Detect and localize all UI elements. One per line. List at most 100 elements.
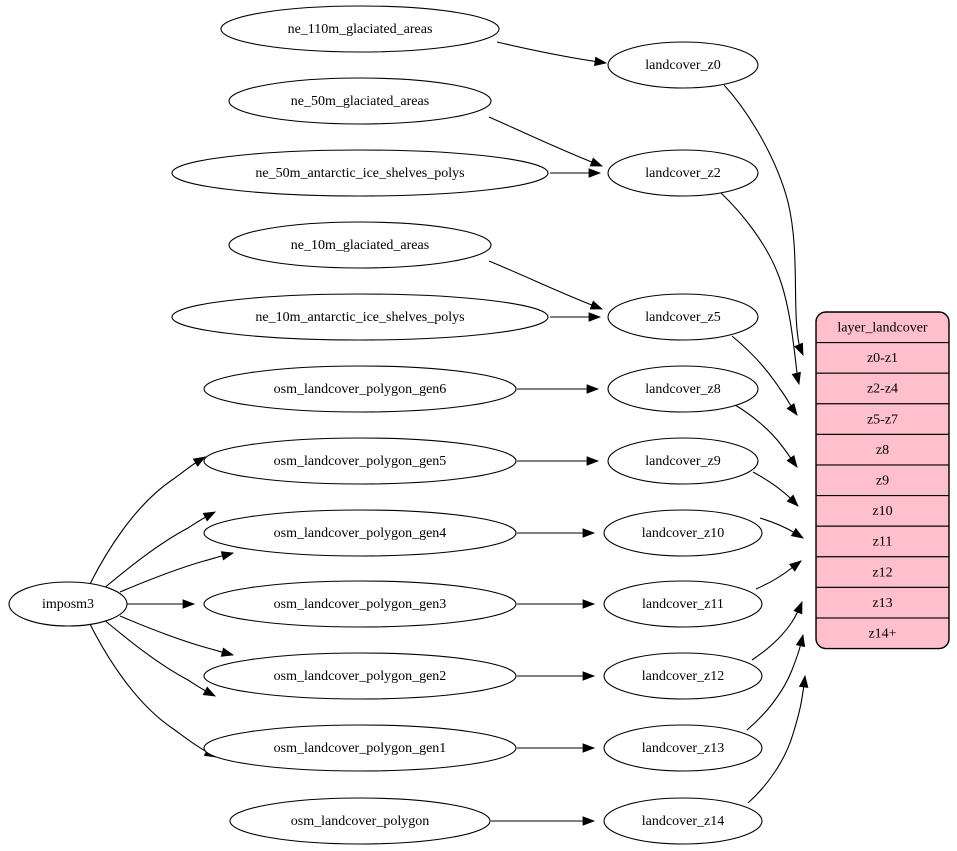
node-shape <box>203 580 517 628</box>
table-rows-container: layer_landcoverz0-z1z2-z4z5-z7z8z9z10z11… <box>816 312 949 649</box>
edges-layer <box>89 41 809 826</box>
edge-line <box>119 552 234 593</box>
arrowhead-icon <box>589 300 604 310</box>
table-row-row_z11[interactable]: z11 <box>816 525 949 558</box>
arrowhead-icon <box>582 816 596 826</box>
table-row-row_z5_z7[interactable]: z5-z7 <box>816 403 949 435</box>
edge-line <box>102 618 216 697</box>
edge-line <box>746 634 804 731</box>
arrowhead-icon <box>202 686 216 697</box>
node-landcover_z5[interactable]: landcover_z5 <box>607 293 759 341</box>
node-osm_landcover_polygon_gen2[interactable]: osm_landcover_polygon_gen2 <box>203 652 517 700</box>
arrowhead-icon <box>220 551 235 561</box>
node-landcover_z14[interactable]: landcover_z14 <box>603 797 763 845</box>
arrowhead-icon <box>182 599 196 609</box>
edge-line <box>488 260 603 310</box>
node-shape <box>203 437 517 485</box>
node-osm_landcover_polygon_gen5[interactable]: osm_landcover_polygon_gen5 <box>203 437 517 485</box>
node-osm_landcover_polygon[interactable]: osm_landcover_polygon <box>229 797 491 845</box>
arrowhead-icon <box>790 527 804 539</box>
table-row-row_z8[interactable]: z8 <box>816 433 949 466</box>
node-osm_landcover_polygon_gen6[interactable]: osm_landcover_polygon_gen6 <box>203 365 517 413</box>
table-row-cell <box>816 433 949 466</box>
arrowhead-icon <box>582 671 596 681</box>
edge-line <box>496 41 607 64</box>
arrowhead-icon <box>794 342 804 357</box>
node-osm_landcover_polygon_gen1[interactable]: osm_landcover_polygon_gen1 <box>203 724 517 772</box>
node-ne_10m_glaciated_areas[interactable]: ne_10m_glaciated_areas <box>228 221 492 269</box>
node-imposm3[interactable]: imposm3 <box>8 581 128 627</box>
arrowhead-icon <box>588 312 602 322</box>
node-ne_10m_antarctic_ice_shelves_polys[interactable]: ne_10m_antarctic_ice_shelves_polys <box>171 293 549 341</box>
node-shape <box>603 509 763 557</box>
edge-imposm3-to-osm_landcover_polygon_gen2 <box>119 615 234 656</box>
edge-landcover_z14-to-row_z14p <box>747 675 806 804</box>
node-osm_landcover_polygon_gen4[interactable]: osm_landcover_polygon_gen4 <box>203 509 517 557</box>
arrowhead-icon <box>798 674 809 688</box>
edge-imposm3-to-osm_landcover_polygon <box>89 623 217 758</box>
table-row-row_z2_z4[interactable]: z2-z4 <box>816 372 949 405</box>
node-shape <box>220 5 500 53</box>
table-row-cell <box>816 586 949 619</box>
arrowhead-icon <box>202 511 216 522</box>
node-landcover_z9[interactable]: landcover_z9 <box>607 437 759 485</box>
edge-imposm3-to-osm_landcover_polygon_gen5 <box>102 511 216 590</box>
table-row-row_z13[interactable]: z13 <box>816 586 949 619</box>
node-ne_50m_antarctic_ice_shelves_polys[interactable]: ne_50m_antarctic_ice_shelves_polys <box>171 149 549 197</box>
arrowhead-icon <box>582 599 596 609</box>
node-landcover_z11[interactable]: landcover_z11 <box>603 580 763 628</box>
node-osm_landcover_polygon_gen3[interactable]: osm_landcover_polygon_gen3 <box>203 580 517 628</box>
node-shape <box>603 652 763 700</box>
table-row-row_z12[interactable]: z12 <box>816 556 949 588</box>
node-landcover_z8[interactable]: landcover_z8 <box>607 365 759 413</box>
arrowhead-icon <box>586 456 600 466</box>
arrowhead-icon <box>793 600 803 615</box>
table-header-layer_landcover[interactable]: layer_landcover <box>816 312 949 344</box>
table-row-cell <box>816 464 949 497</box>
table-row-row_z14p[interactable]: z14+ <box>816 617 949 649</box>
node-shape <box>8 581 128 627</box>
table-row-cell <box>816 372 949 405</box>
node-landcover_z2[interactable]: landcover_z2 <box>607 149 759 197</box>
node-ne_110m_glaciated_areas[interactable]: ne_110m_glaciated_areas <box>220 5 500 53</box>
table-row-cell <box>816 403 949 435</box>
node-shape <box>203 365 517 413</box>
arrowhead-icon <box>582 743 596 753</box>
arrowhead-icon <box>786 402 798 416</box>
node-shape <box>607 365 759 413</box>
table-row-cell <box>816 617 949 649</box>
node-shape <box>203 724 517 772</box>
edge-line <box>488 116 603 167</box>
node-landcover_z10[interactable]: landcover_z10 <box>603 509 763 557</box>
arrowhead-icon <box>588 168 602 178</box>
node-landcover_z13[interactable]: landcover_z13 <box>603 724 763 772</box>
edge-imposm3-to-osm_landcover_polygon_gen4 <box>119 552 234 593</box>
arrowhead-icon <box>594 56 608 67</box>
table-row-cell <box>816 556 949 588</box>
edge-ne_110m_glaciated_areas-to-landcover_z0 <box>496 41 607 64</box>
node-shape <box>228 77 492 125</box>
node-shape <box>607 41 759 89</box>
table-row-row_z0_z1[interactable]: z0-z1 <box>816 342 949 374</box>
table-row-row_z9[interactable]: z9 <box>816 464 949 497</box>
node-shape <box>603 724 763 772</box>
edge-imposm3-to-osm_landcover_polygon_gen1 <box>102 618 216 697</box>
edge-landcover_z2-to-row_z2_z4 <box>720 192 800 385</box>
node-ne_50m_glaciated_areas[interactable]: ne_50m_glaciated_areas <box>228 77 492 125</box>
table-outline <box>815 311 950 650</box>
arrowhead-icon <box>589 157 604 167</box>
arrowhead-icon <box>582 528 596 538</box>
node-shape <box>228 221 492 269</box>
arrowhead-icon <box>220 647 235 657</box>
edge-ne_10m_glaciated_areas-to-landcover_z5 <box>488 260 603 310</box>
node-shape <box>603 797 763 845</box>
node-shape <box>603 580 763 628</box>
table-row-cell <box>816 525 949 558</box>
layer-landcover-table: layer_landcoverz0-z1z2-z4z5-z7z8z9z10z11… <box>815 311 950 650</box>
arrowhead-icon <box>789 560 802 572</box>
node-landcover_z12[interactable]: landcover_z12 <box>603 652 763 700</box>
arrowhead-icon <box>192 456 206 467</box>
table-row-row_z10[interactable]: z10 <box>816 495 949 527</box>
node-landcover_z0[interactable]: landcover_z0 <box>607 41 759 89</box>
